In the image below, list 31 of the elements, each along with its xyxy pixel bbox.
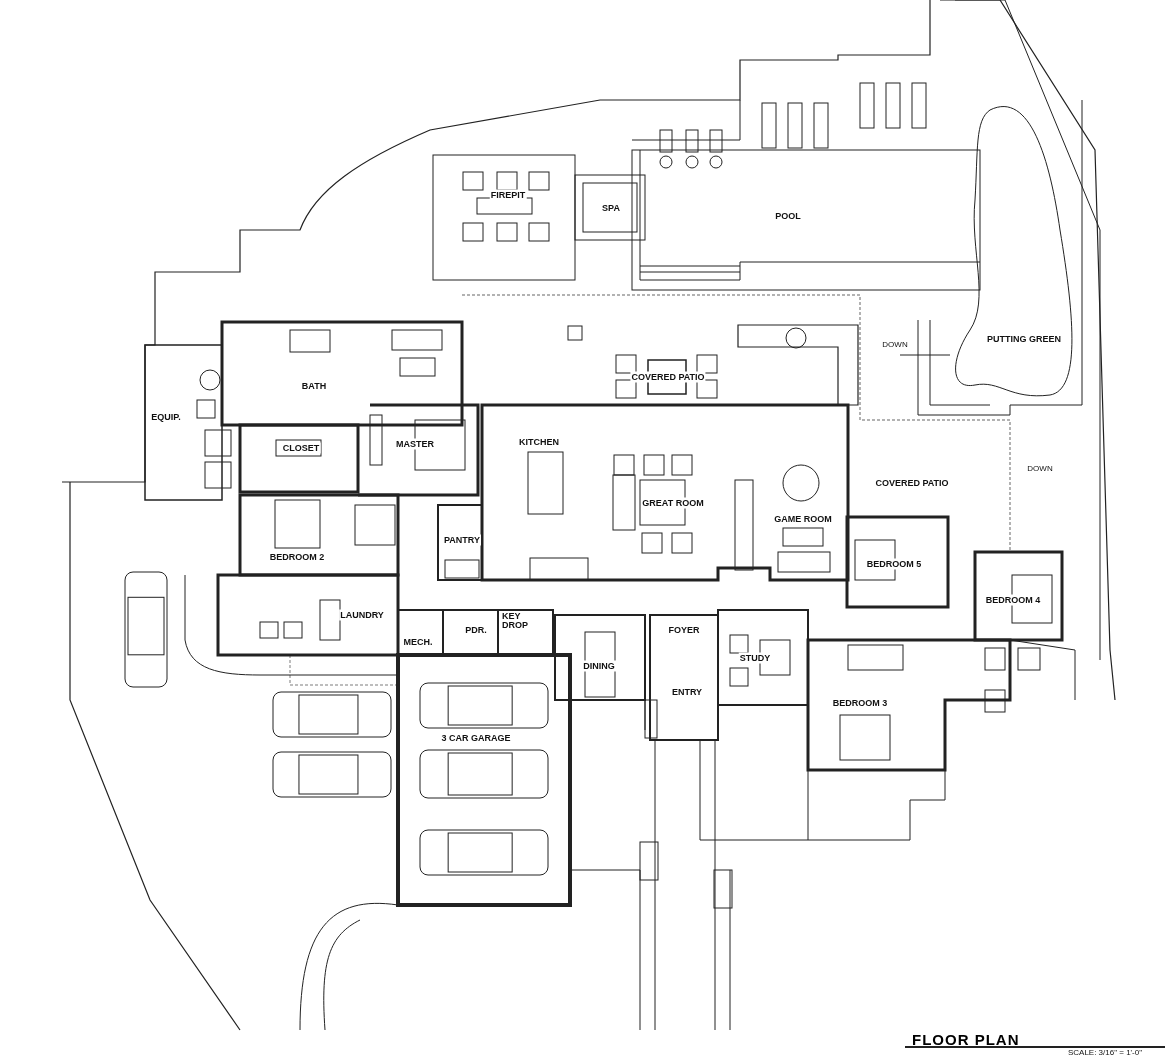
- room-label: BEDROOM 3: [831, 697, 889, 709]
- room-label: MASTER: [395, 438, 435, 450]
- room-label: BATH: [300, 380, 328, 392]
- room-label: DINING: [582, 660, 616, 672]
- room-label: EQUIP.: [150, 411, 182, 423]
- room-label: STUDY: [738, 652, 772, 664]
- room-label: MECH.: [402, 636, 434, 648]
- room-label: FIREPIT: [489, 189, 527, 201]
- stair-direction-label: DOWN: [1026, 464, 1054, 474]
- room-label: 3 CAR GARAGE: [440, 732, 512, 744]
- room-label: PUTTING GREEN: [986, 333, 1062, 345]
- room-label: BEDROOM 4: [984, 594, 1042, 606]
- room-label: COVERED PATIO: [630, 371, 706, 383]
- room-label: SPA: [601, 202, 621, 214]
- room-label: CLOSET: [281, 442, 321, 454]
- room-label: KEY DROP: [501, 611, 529, 631]
- room-label: ENTRY: [670, 686, 704, 698]
- scale-note: SCALE: 3/16" = 1'-0": [1066, 1048, 1144, 1058]
- room-label: PDR.: [464, 624, 488, 636]
- room-label: GAME ROOM: [773, 513, 833, 525]
- room-label: GREAT ROOM: [641, 497, 705, 509]
- room-label: LAUNDRY: [339, 609, 385, 621]
- room-label: BEDROOM 2: [268, 551, 326, 563]
- stair-direction-label: DOWN: [881, 340, 909, 350]
- room-label: BEDROOM 5: [865, 558, 923, 570]
- room-label: COVERED PATIO: [874, 477, 950, 489]
- plan-title: FLOOR PLAN: [912, 1032, 1020, 1047]
- room-label: KITCHEN: [518, 436, 560, 448]
- room-label: FOYER: [667, 624, 701, 636]
- room-label: POOL: [774, 210, 802, 222]
- room-label: PANTRY: [443, 534, 481, 546]
